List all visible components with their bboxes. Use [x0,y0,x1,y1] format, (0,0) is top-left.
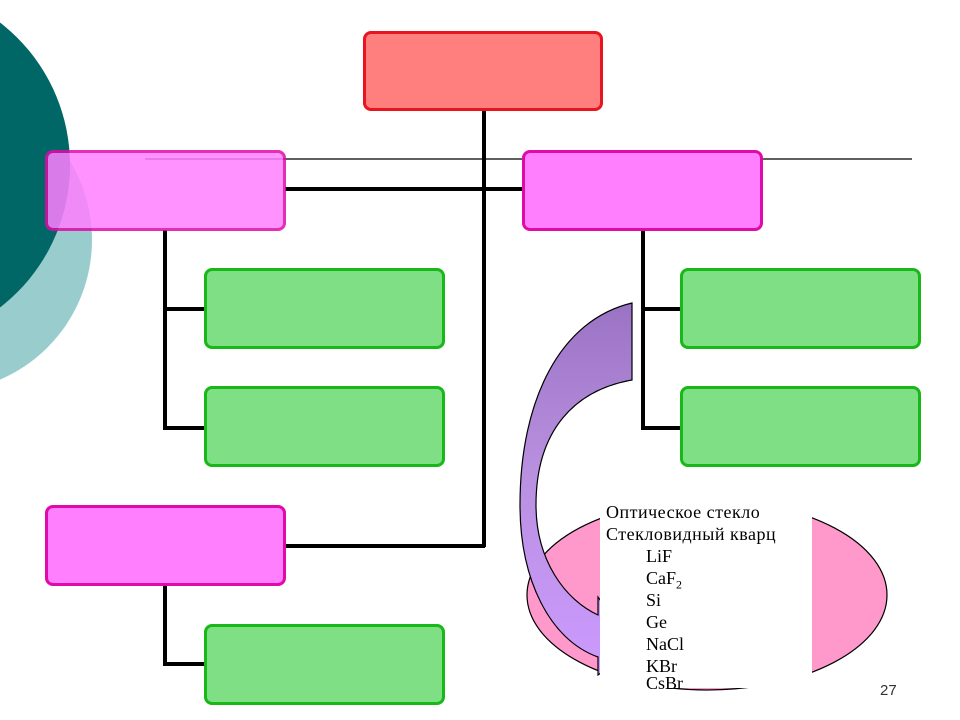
connector-top-horizontal [285,187,523,191]
root-box [363,31,603,111]
connector-right-branch-2 [641,426,682,430]
connector-right-branch-1 [641,307,682,311]
connector-bottom-branch [163,662,205,666]
connector-right-trunk [641,230,645,430]
material-nacl: NaCl [646,634,684,654]
leaf-box-right-2 [680,386,921,467]
connector-left-branch-1 [163,307,205,311]
connector-left-trunk [163,230,167,430]
materials-list: Оптическое стекло Стекловидный кварц LiF… [600,498,812,693]
category-box-bottom [45,505,286,586]
material-kbr: KBr [646,656,677,676]
connector-bottom-trunk [163,585,167,666]
connector-left-branch-2 [163,426,205,430]
connector-bottom-horizontal [285,544,485,548]
material-optical-glass: Оптическое стекло [606,502,761,522]
material-ge: Ge [646,612,667,632]
leaf-box-right-1 [680,268,921,349]
material-caf2-subscript: 2 [676,577,683,592]
category-box-left [45,150,286,231]
dark-teal-circle [0,22,70,308]
material-lif: LiF [646,546,673,566]
leaf-box-bottom [204,624,445,705]
material-csbr: CsBr [646,673,684,693]
curved-arrow [519,302,637,677]
material-caf2-base: CaF [646,568,677,588]
material-caf2: CaF2 [646,568,682,595]
leaf-box-left-1 [204,268,445,349]
material-si: Si [646,590,662,610]
connector-root-trunk [482,110,486,547]
material-fused-quartz: Стекловидный кварц [606,524,777,544]
leaf-box-left-2 [204,386,445,467]
slide-page-number: 27 [880,682,897,699]
category-box-right [522,150,763,231]
